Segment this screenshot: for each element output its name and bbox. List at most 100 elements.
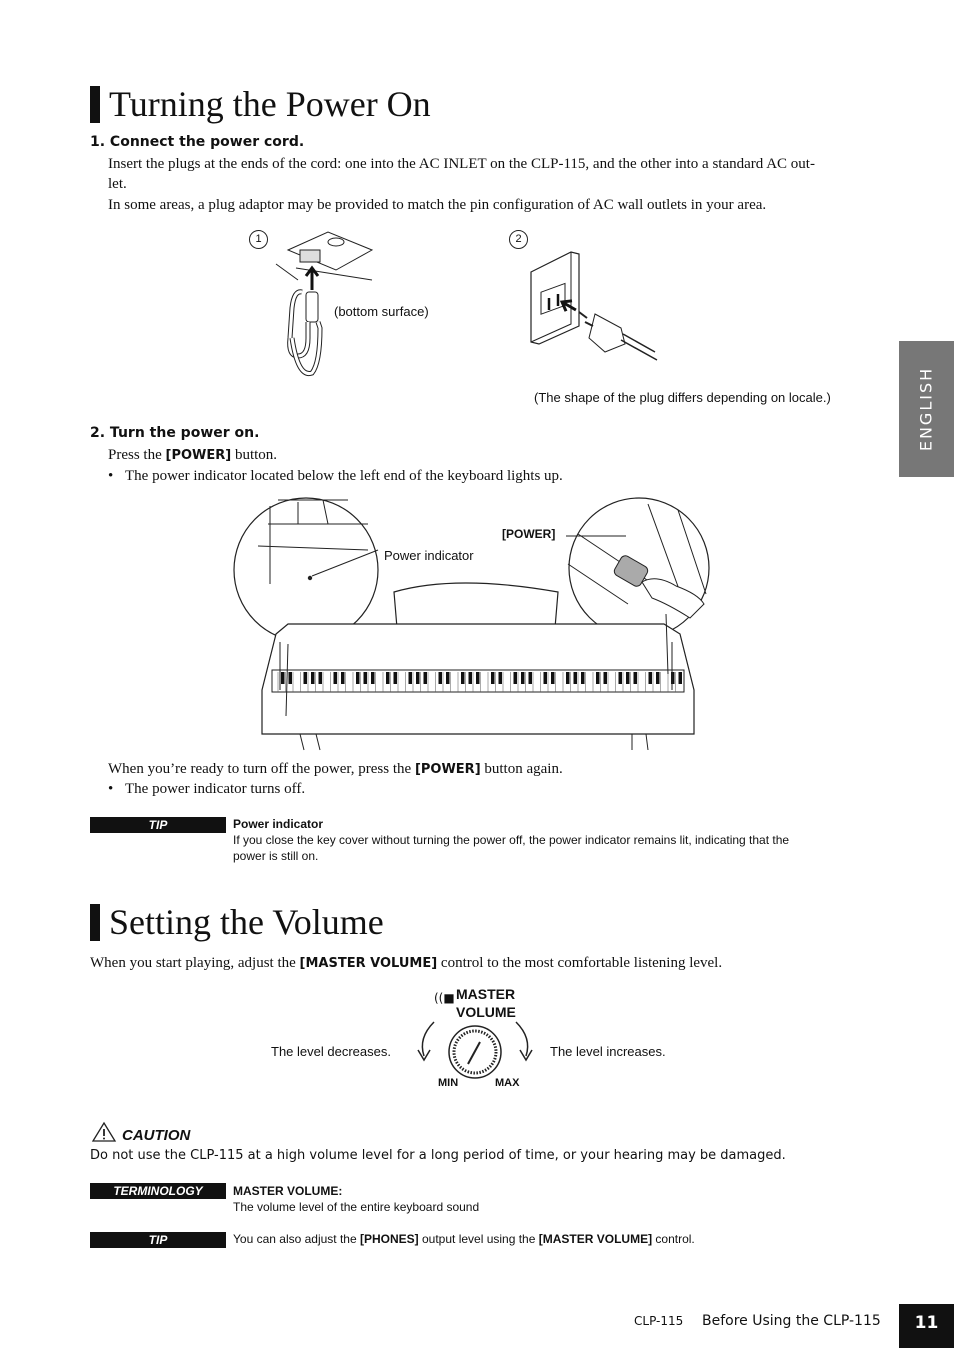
tip2-suffix: control. xyxy=(652,1232,695,1246)
black-key xyxy=(566,672,570,684)
wall-outlet-illustration xyxy=(530,251,658,361)
black-key xyxy=(633,672,637,684)
marker-1: 1 xyxy=(249,230,268,249)
language-tab-label: ENGLISH xyxy=(916,366,936,452)
black-key xyxy=(371,672,375,684)
footer-section: Before Using the CLP-115 xyxy=(702,1313,881,1329)
tip2-control: [MASTER VOLUME] xyxy=(538,1232,653,1246)
press-prefix: Press the xyxy=(108,447,166,463)
terminology-text: The volume level of the entire keyboard … xyxy=(233,1200,480,1214)
black-key xyxy=(281,672,285,684)
power-indicator-label: Power indicator xyxy=(384,548,474,563)
caution-title: CAUTION xyxy=(122,1127,191,1144)
black-key xyxy=(648,672,652,684)
step2-bullet: • The power indicator located below the … xyxy=(108,466,563,487)
black-key xyxy=(543,672,547,684)
black-key xyxy=(551,672,555,684)
black-key xyxy=(341,672,345,684)
black-key xyxy=(461,672,465,684)
tip-line2: power is still on. xyxy=(233,849,319,863)
off-suffix: button again. xyxy=(480,761,563,777)
level-decreases: The level decreases. xyxy=(271,1044,391,1059)
off-power-button: [POWER] xyxy=(414,762,481,777)
step1-line2: let. xyxy=(108,176,127,192)
black-key xyxy=(626,672,630,684)
black-key xyxy=(393,672,397,684)
black-key xyxy=(491,672,495,684)
tip2-tag: TIP xyxy=(90,1232,226,1248)
black-key xyxy=(386,672,390,684)
step1-line1: Insert the plugs at the ends of the cord… xyxy=(108,156,815,172)
tip2-text: You can also adjust the [PHONES] output … xyxy=(233,1231,695,1247)
ac-inlet-illustration xyxy=(275,231,374,377)
tip-title: Power indicator xyxy=(233,817,324,831)
intro-control: [MASTER VOLUME] xyxy=(299,956,438,971)
max-label: MAX xyxy=(495,1077,520,1089)
tip2-middle: output level using the xyxy=(418,1232,539,1246)
black-key xyxy=(408,672,412,684)
power-off-line: When you’re ready to turn off the power,… xyxy=(108,759,563,781)
tip2-prefix: You can also adjust the xyxy=(233,1232,360,1246)
black-key xyxy=(423,672,427,684)
bullet-dot: • xyxy=(108,468,114,484)
black-key xyxy=(311,672,315,684)
black-key xyxy=(416,672,420,684)
black-key xyxy=(528,672,532,684)
level-increases: The level increases. xyxy=(550,1044,666,1059)
black-key xyxy=(656,672,660,684)
black-key xyxy=(288,672,292,684)
black-key xyxy=(671,672,675,684)
step2-heading: 2. Turn the power on. xyxy=(90,425,260,441)
section-title: Setting the Volume xyxy=(109,902,384,942)
black-key xyxy=(318,672,322,684)
piano-illustration xyxy=(233,497,710,751)
marker-2: 2 xyxy=(509,230,528,249)
volume-intro: When you start playing, adjust the [MAST… xyxy=(90,953,722,975)
warning-icon xyxy=(91,1121,117,1142)
black-key xyxy=(356,672,360,684)
heading-bar xyxy=(90,85,100,123)
black-key xyxy=(573,672,577,684)
black-key xyxy=(521,672,525,684)
black-key xyxy=(333,672,337,684)
bottom-surface-label: (bottom surface) xyxy=(334,304,429,319)
master-volume-knob[interactable] xyxy=(412,1016,538,1084)
min-label: MIN xyxy=(438,1077,459,1089)
section-heading-power: Turning the Power On xyxy=(90,85,431,123)
tip2-phones: [PHONES] xyxy=(359,1232,419,1246)
intro-prefix: When you start playing, adjust the xyxy=(90,955,300,971)
bullet-text: The power indicator turns off. xyxy=(125,781,306,797)
black-key xyxy=(446,672,450,684)
master-volume-line2: VOLUME xyxy=(456,1004,516,1020)
section-heading-volume: Setting the Volume xyxy=(90,903,384,941)
caution-text: Do not use the CLP-115 at a high volume … xyxy=(90,1148,786,1163)
page-title: Turning the Power On xyxy=(109,84,431,124)
black-key xyxy=(303,672,307,684)
step2-press-line: Press the [POWER] button. xyxy=(108,445,277,467)
tip-line1: If you close the key cover without turni… xyxy=(233,833,790,847)
black-key xyxy=(438,672,442,684)
black-key xyxy=(498,672,502,684)
language-side-tab: ENGLISH xyxy=(899,341,954,477)
power-button-callout: [POWER] xyxy=(502,527,556,541)
black-key xyxy=(596,672,600,684)
speaker-icon: ((■ xyxy=(434,991,455,1005)
tip-tag: TIP xyxy=(90,817,226,833)
step1-heading: 1. Connect the power cord. xyxy=(90,134,305,150)
step1-line3: In some areas, a plug adaptor may be pro… xyxy=(108,197,767,213)
black-key xyxy=(581,672,585,684)
heading-bar xyxy=(90,903,100,941)
black-key xyxy=(603,672,607,684)
master-volume-label: MASTER VOLUME xyxy=(456,985,516,1021)
plug-shape-note: (The shape of the plug differs depending… xyxy=(534,390,831,405)
black-key xyxy=(363,672,367,684)
press-suffix: button. xyxy=(231,447,278,463)
bullet-dot: • xyxy=(108,781,114,797)
black-key xyxy=(513,672,517,684)
off-prefix: When you’re ready to turn off the power,… xyxy=(108,761,415,777)
black-key xyxy=(468,672,472,684)
black-key xyxy=(618,672,622,684)
terminology-title: MASTER VOLUME: xyxy=(233,1184,343,1198)
page-number: 11 xyxy=(899,1304,954,1348)
power-off-bullet: • The power indicator turns off. xyxy=(108,779,305,800)
